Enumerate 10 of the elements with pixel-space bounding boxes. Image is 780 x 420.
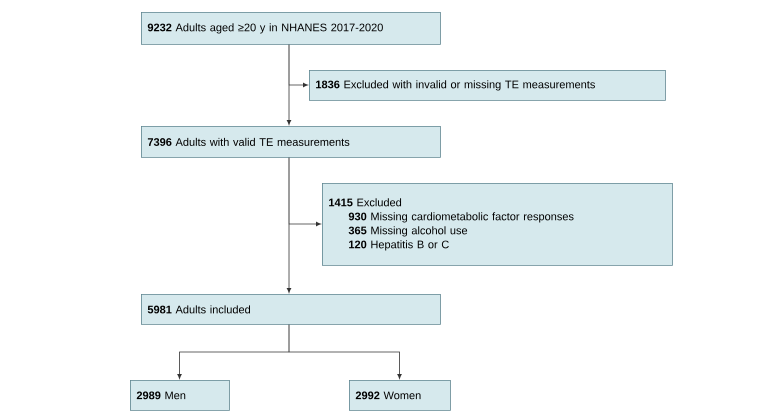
flow-box: 1836 Excluded with invalid or missing TE measurements (309, 70, 666, 101)
arrow (288, 44, 308, 88)
arrow (288, 157, 321, 226)
flow-box: 9232 Adults aged ≥20 y in NHANES 2017-2020 (141, 12, 441, 45)
flow-box: 1415 Excluded 930 Missing cardiometabolic factor responses 365 Missing alcohol use 120 Hepatitis B or C (322, 182, 673, 266)
flow-box: 2992 Women (349, 380, 451, 411)
flow-box: 2989 Men (130, 380, 230, 411)
flow-box: 5981 Adults included (141, 294, 441, 325)
arrow (288, 324, 402, 379)
flow-box: 7396 Adults with valid TE measurements (141, 126, 441, 158)
